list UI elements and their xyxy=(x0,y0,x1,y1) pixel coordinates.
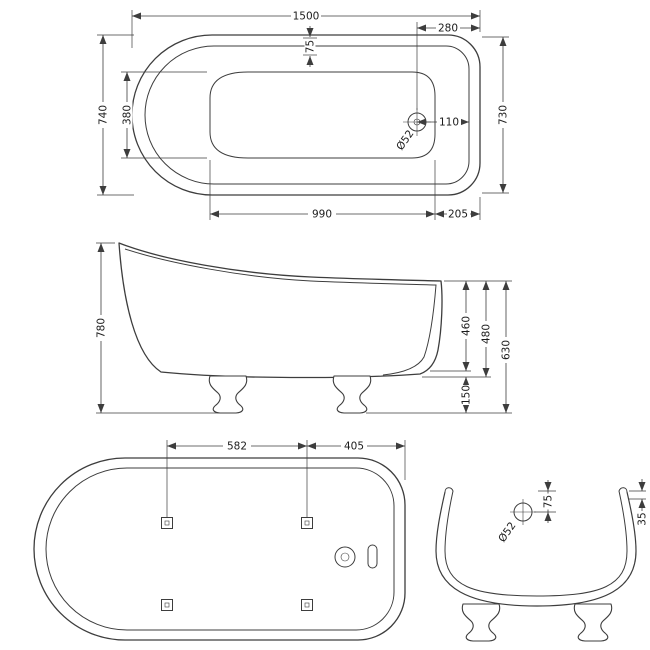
foot-mount-hole xyxy=(164,602,170,608)
label-bg xyxy=(460,385,472,405)
side-dim-rim-to-underside: 480 xyxy=(480,281,493,377)
dim-text: 740 xyxy=(98,105,110,125)
foot-mount-plate xyxy=(301,599,313,611)
plan-dim-right-end-width: 730 xyxy=(482,36,510,194)
label-bg xyxy=(341,440,367,452)
end-view: Ø52 75 35 xyxy=(435,479,649,642)
side-foot-right xyxy=(332,375,372,414)
foot-mount-bottom-right xyxy=(301,599,313,611)
underside-outer xyxy=(33,457,406,641)
label-bg xyxy=(223,440,251,452)
dim-text: 280 xyxy=(438,23,458,35)
label-bg xyxy=(437,116,461,128)
dim-text: 582 xyxy=(227,441,247,453)
end-foot-left xyxy=(461,603,501,642)
plan-outer-rim xyxy=(131,34,481,196)
label-bg xyxy=(291,10,321,22)
plan-basin xyxy=(209,71,436,159)
end-dim-drain-offset: 75 xyxy=(534,480,556,523)
side-dim-rim-height: 630 xyxy=(500,281,513,413)
foot-mount-hole xyxy=(164,520,170,526)
label-bg xyxy=(121,102,133,128)
label-bg xyxy=(460,313,472,339)
label-bg xyxy=(497,102,509,128)
dim-text: 150 xyxy=(461,385,473,405)
underside-inner xyxy=(45,467,395,631)
dim-text: 35 xyxy=(637,512,649,525)
end-outer-shell xyxy=(435,491,637,607)
side-dim-inner-depth: 460 xyxy=(460,281,473,371)
side-view: 780 460 480 630 xyxy=(95,242,513,414)
plan-dim-basin-length: 990 xyxy=(209,160,436,221)
dim-text: 75 xyxy=(305,40,317,53)
dim-text: 730 xyxy=(498,105,510,125)
plan-dim-basin-width: 380 xyxy=(121,71,207,159)
label-bg xyxy=(97,102,109,128)
underside-view: 582 405 xyxy=(33,440,406,641)
foot-mount-hole xyxy=(304,520,310,526)
dim-text: 990 xyxy=(312,209,332,221)
plan-dim-drain-to-end: 280 xyxy=(416,22,480,110)
dim-text: 110 xyxy=(439,117,459,129)
side-foot-left xyxy=(208,375,248,414)
dim-text: 1500 xyxy=(293,11,320,23)
end-foot-right xyxy=(573,603,613,642)
end-dim-rim-drop: 35 xyxy=(629,479,649,527)
dim-text: 75 xyxy=(543,495,555,508)
foot-mount-hole xyxy=(304,602,310,608)
label-bg xyxy=(436,22,460,34)
plan-dim-overall-width: 740 xyxy=(97,34,134,196)
foot-mount-plate xyxy=(161,599,173,611)
label-bg xyxy=(500,337,512,363)
dim-text: 630 xyxy=(501,340,513,360)
label-bg xyxy=(636,511,648,527)
dim-text: 405 xyxy=(344,441,364,453)
label-bg xyxy=(447,208,470,220)
dim-text: 460 xyxy=(461,316,473,336)
side-dim-floor-clearance: 150 xyxy=(460,377,473,413)
end-dim-drain-diameter: Ø52 xyxy=(496,520,518,545)
underside-drain-hole xyxy=(340,552,350,562)
label-bg xyxy=(95,315,107,341)
foot-mount-bottom-left xyxy=(161,599,173,611)
plan-dim-basin-to-end: 205 xyxy=(435,197,481,221)
dim-text: 380 xyxy=(122,105,134,125)
end-inner-shell xyxy=(444,487,628,597)
dim-text: Ø52 xyxy=(496,520,518,545)
label-bg xyxy=(480,321,492,347)
dim-text: 480 xyxy=(481,324,493,344)
label-bg xyxy=(542,493,554,510)
plan-dim-drain-to-rim: 110 xyxy=(417,116,469,129)
plan-dim-rim-offset: 75 xyxy=(303,26,317,67)
underside-dim-feet-spacing: 582 xyxy=(166,440,308,518)
side-profile xyxy=(118,242,443,379)
label-bg xyxy=(308,208,336,220)
underside-drain xyxy=(334,546,356,568)
underside-overflow-slot xyxy=(367,544,378,569)
side-inner-rim xyxy=(124,248,437,376)
side-dim-overall-height: 780 xyxy=(95,242,222,414)
underside-dim-feet-to-end: 405 xyxy=(307,440,406,480)
dim-text: 205 xyxy=(448,209,468,221)
dim-text: 780 xyxy=(96,318,108,338)
plan-view: 1500 280 75 740 xyxy=(97,10,510,221)
plan-dim-overall-length: 1500 xyxy=(131,10,481,48)
label-bg xyxy=(304,38,316,55)
